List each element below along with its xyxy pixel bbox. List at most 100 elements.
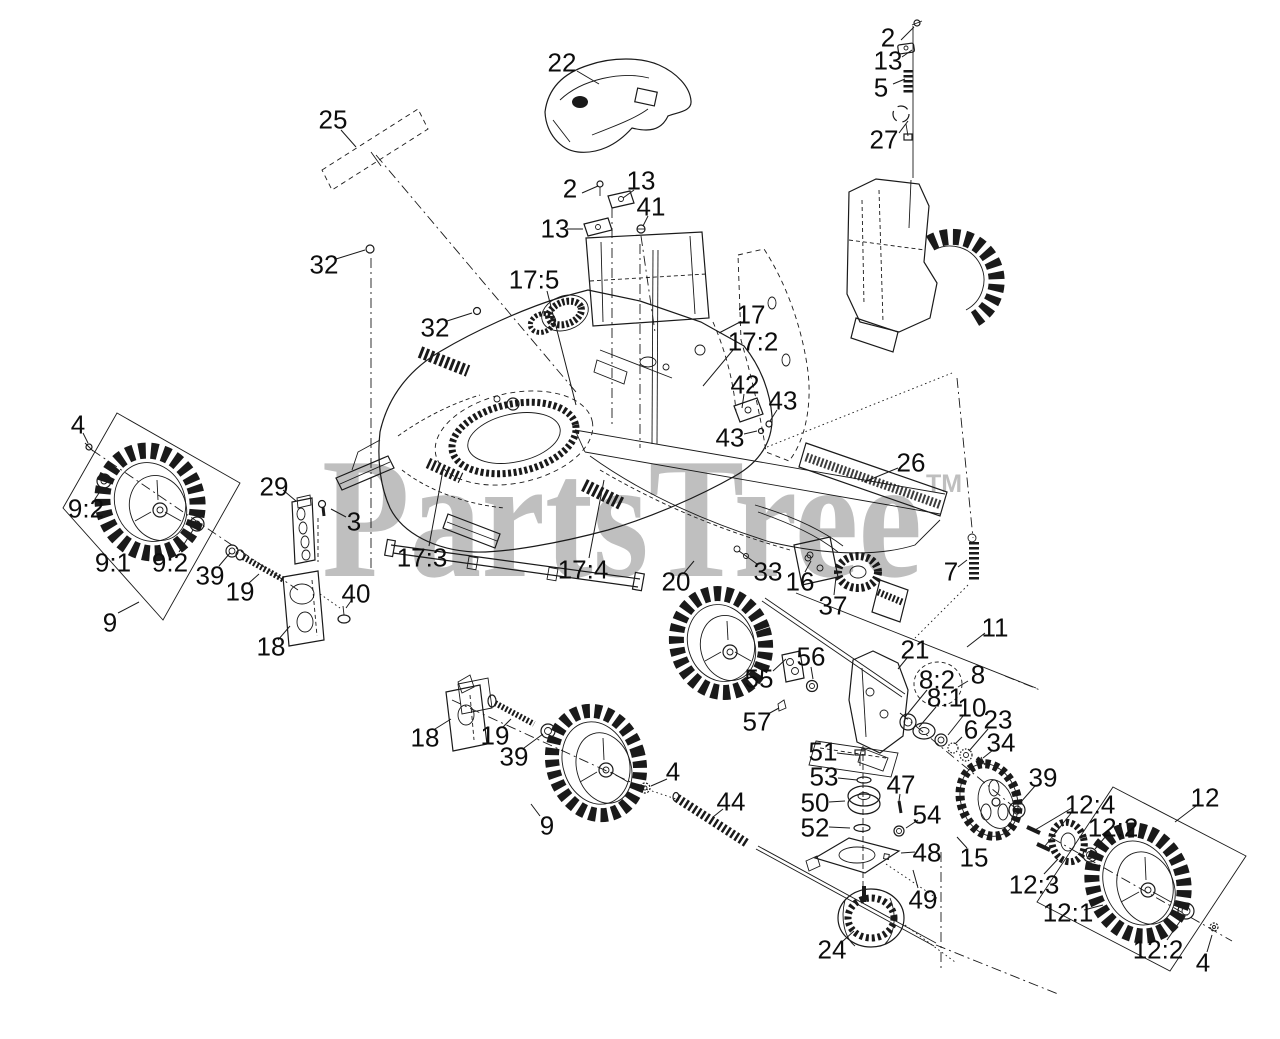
part-number-label: 57: [743, 706, 772, 736]
leader-line: [828, 800, 846, 803]
part-number-label: 13: [627, 165, 656, 195]
leader-line: [900, 851, 916, 854]
leader-line: [248, 573, 260, 584]
leader-line: [905, 819, 919, 829]
part-number-label: 12: [1191, 782, 1220, 812]
part-number-label: 32: [421, 312, 450, 342]
leader-line: [1083, 904, 1104, 911]
leader-line: [1174, 805, 1197, 823]
part-number-label: 41: [637, 191, 666, 221]
leader-line: [767, 707, 780, 715]
leader-line: [330, 508, 347, 518]
leader-line: [828, 826, 851, 829]
leader-line: [904, 689, 928, 718]
leader-line: [982, 749, 994, 759]
leader-line: [957, 680, 969, 688]
leader-line: [900, 26, 915, 41]
part-number-label: 12:2: [1088, 812, 1139, 842]
part-number-label: 21: [901, 634, 930, 664]
leader-line: [588, 479, 605, 559]
leader-line: [121, 537, 132, 553]
leader-line: [82, 432, 89, 444]
part-number-label: 18: [257, 631, 286, 661]
part-number-label: 20: [662, 566, 691, 596]
part-number-label: 5: [874, 72, 888, 102]
leader-line: [581, 185, 599, 194]
part-number-label: 9:2: [68, 493, 104, 523]
part-number-label: 16: [786, 566, 815, 596]
leader-line: [335, 249, 366, 260]
part-number-label: 19: [481, 720, 510, 750]
part-number-label: 8: [971, 659, 985, 689]
leader-line: [523, 733, 544, 749]
leader-line: [530, 803, 541, 817]
part-number-label: 27: [870, 124, 899, 154]
part-number-label: 48: [913, 837, 942, 867]
part-number-label: 49: [909, 884, 938, 914]
leader-line: [712, 808, 724, 818]
leader-line: [897, 657, 908, 670]
part-number-label: 24: [818, 934, 847, 964]
bottom-left-wheel-assembly: [445, 674, 677, 823]
leader-line: [576, 70, 600, 85]
leader-line: [966, 632, 986, 648]
leader-line: [446, 312, 473, 322]
leader-line: [837, 777, 858, 781]
left-bracket-parts: [282, 494, 351, 647]
rear-frame-panel: [574, 372, 974, 554]
chute-and-belt-parts: [733, 504, 909, 712]
part-number-label: 17:3: [397, 542, 448, 572]
leader-line: [117, 601, 140, 614]
part-number-label: 10: [958, 692, 987, 722]
leader-line: [842, 930, 855, 942]
leader-line: [1166, 916, 1184, 941]
part-number-label: 39: [500, 741, 529, 771]
part-number-label: 9:2: [152, 547, 188, 577]
part-number-label: 12:1: [1043, 897, 1094, 927]
leader-line: [434, 718, 452, 730]
rear-handle-bracket: [712, 248, 810, 462]
leader-line: [892, 78, 906, 85]
leader-line: [1034, 807, 1073, 831]
part-number-label: 11: [982, 612, 1009, 642]
bottom-right-wheel-assembly: [1026, 786, 1247, 972]
leader-line: [898, 793, 901, 802]
leader-line: [622, 189, 635, 199]
leader-line: [282, 489, 297, 502]
part-number-label: 9: [103, 607, 117, 637]
leader-line: [804, 560, 812, 573]
left-wheel-assembly: [62, 412, 299, 621]
part-number-label: 4: [71, 409, 85, 439]
part-number-label: 12:4: [1065, 789, 1116, 819]
part-number-label: 40: [342, 578, 371, 608]
part-number-label: 17:4: [558, 554, 609, 584]
part-number-label: 34: [987, 727, 1016, 757]
part-number-label: 39: [196, 560, 225, 590]
part-number-label: 22: [548, 47, 577, 77]
leader-line: [947, 715, 964, 736]
leader-line: [1043, 858, 1059, 875]
part-number-label: 32: [310, 249, 339, 279]
part-number-label: 43: [716, 422, 745, 452]
center-rear-wheel: [668, 586, 774, 700]
part-number-label: 18: [411, 722, 440, 752]
part-number-label: 12:3: [1009, 869, 1060, 899]
part-number-label: 17:2: [728, 326, 779, 356]
part-number-label: 51: [809, 736, 838, 766]
leader-line: [833, 576, 837, 596]
leader-line: [954, 736, 963, 745]
part-number-label: 6: [964, 714, 978, 744]
leader-line: [94, 486, 104, 500]
leader-line: [836, 752, 855, 756]
leader-line: [1019, 785, 1036, 804]
leader-line: [957, 559, 968, 568]
part-number-label: 4: [1196, 947, 1210, 977]
leader-line: [683, 560, 695, 574]
leader-line: [968, 728, 989, 752]
watermark: PartsTree TM: [322, 424, 962, 614]
part-number-label: 39: [1029, 762, 1058, 792]
leader-line: [546, 290, 577, 406]
part-number-label: 33: [754, 556, 783, 586]
leader-line: [810, 666, 814, 680]
part-number-label: 13: [541, 213, 570, 243]
